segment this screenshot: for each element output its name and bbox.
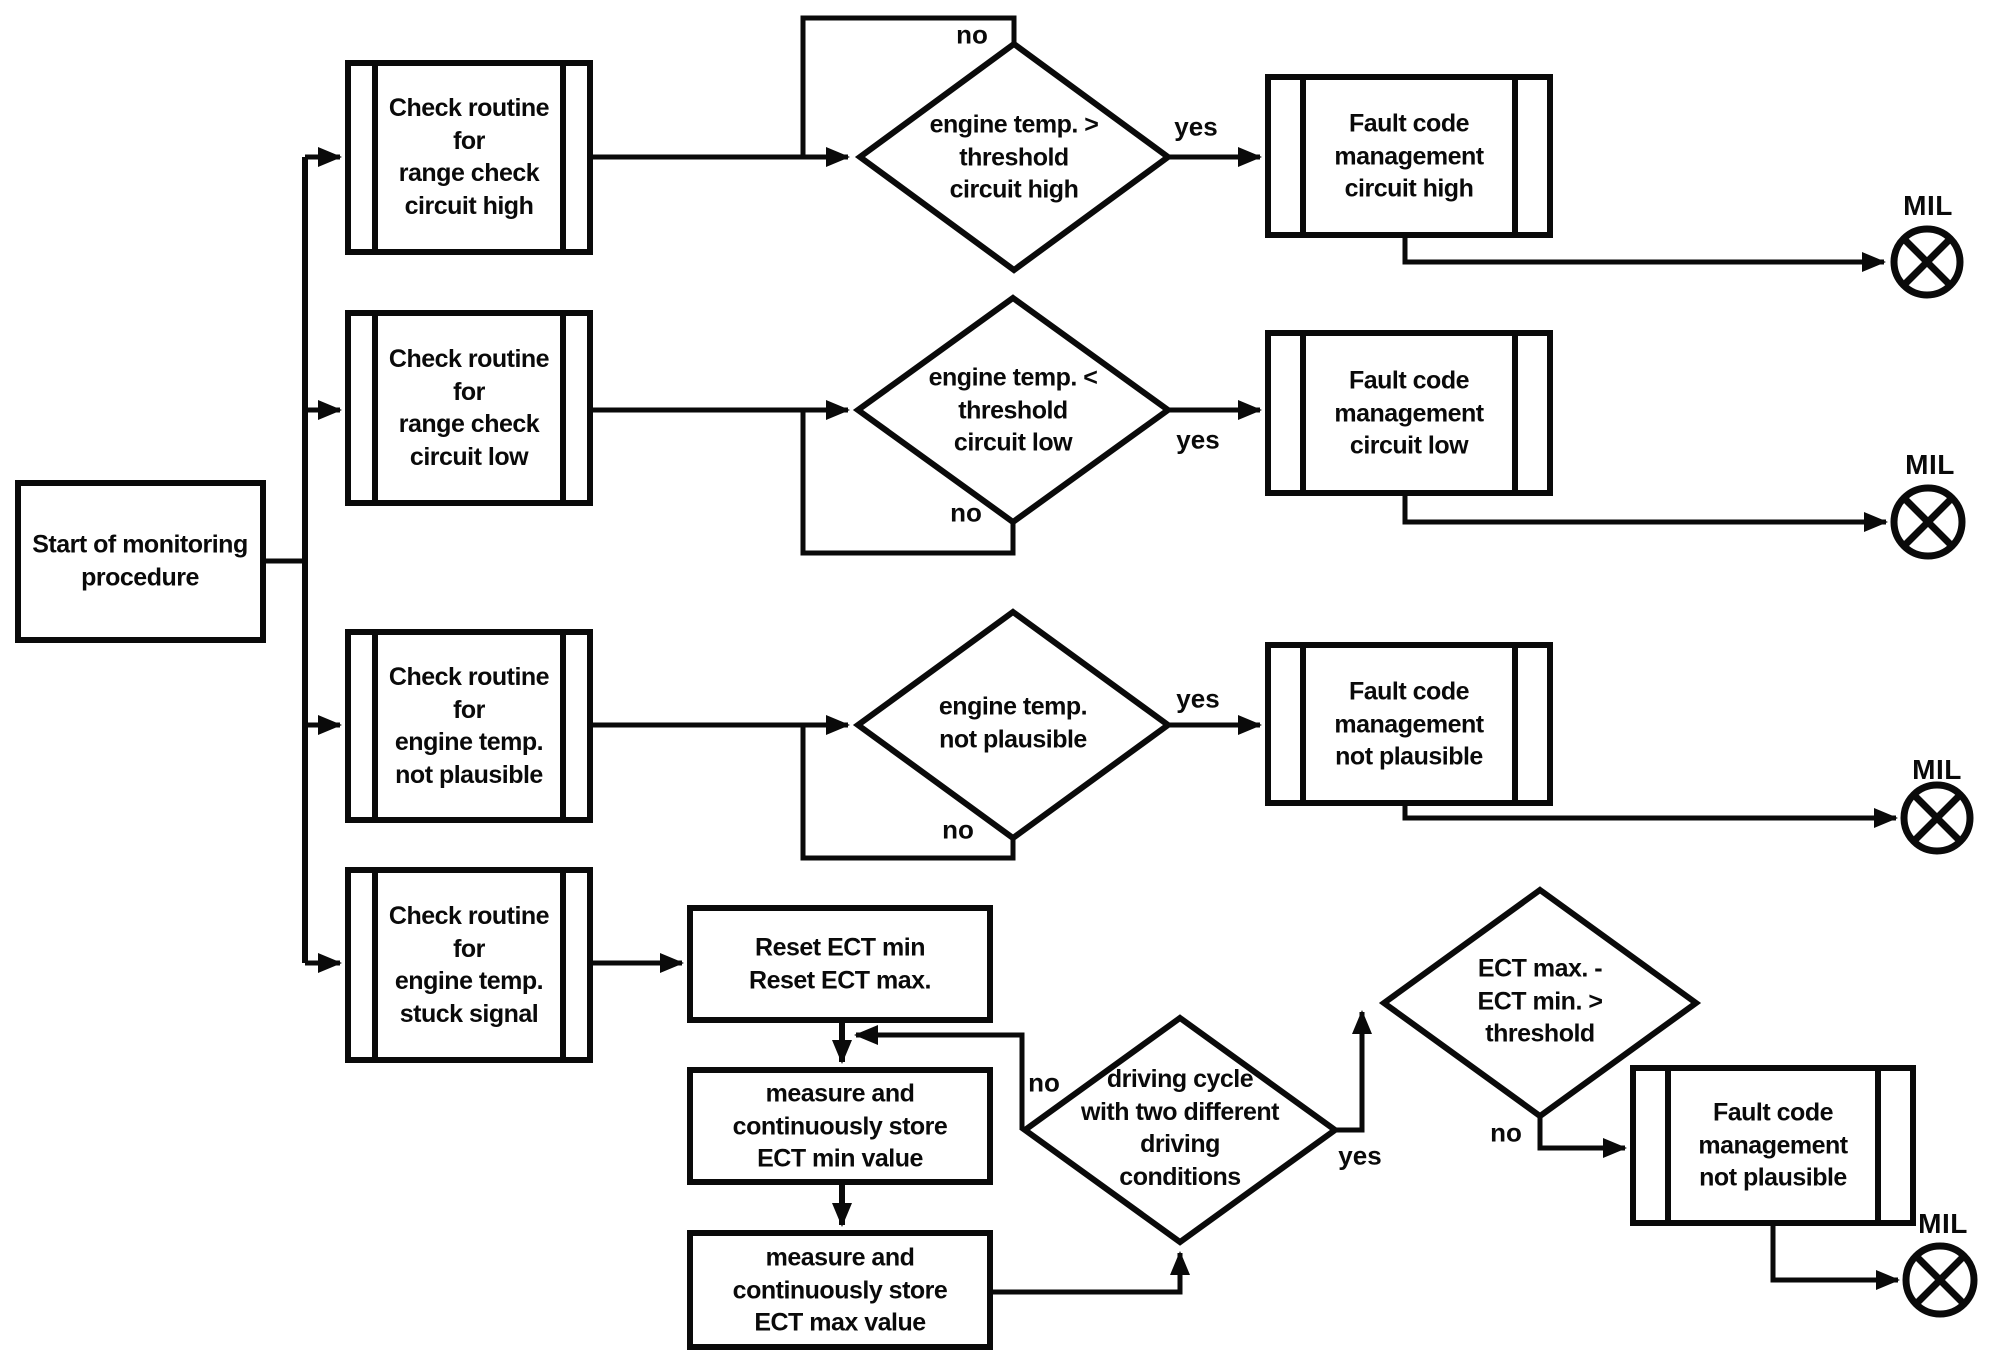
decision-2-yes-label: yes (1176, 424, 1220, 455)
check-routine-4-label: Check routine for engine temp. stuck sig… (388, 902, 550, 1028)
connector-fault3-to-mil3 (1402, 803, 1898, 828)
fault-box-4 (1630, 1065, 1916, 1226)
connector-fault2-to-mil2 (1402, 493, 1888, 532)
start-label: Start of monitoring procedure (32, 530, 248, 592)
decision-3-diamond (852, 608, 1174, 842)
decision-1-yes-label: yes (1174, 111, 1218, 142)
fault-box-4-label: Fault code management not plausible (1698, 1098, 1848, 1192)
fault-box-2 (1265, 330, 1553, 496)
decision-4-diamond (1019, 1014, 1341, 1246)
decision-3-label: engine temp. not plausible (938, 692, 1088, 754)
measure-max-label: measure and continuously store ECT max v… (732, 1243, 948, 1337)
connector-measure-max-to-decision4 (990, 1251, 1190, 1295)
fault-box-1-label: Fault code management circuit high (1334, 109, 1484, 203)
fault-box-3 (1265, 642, 1553, 806)
connector-decision5-no-to-fault4 (1537, 1116, 1627, 1158)
decision-4-label: driving cycle with two different driving… (1081, 1065, 1279, 1191)
decision-3-yes-label: yes (1176, 683, 1220, 714)
mil-3-label: MIL (1912, 754, 1962, 785)
decision-1-no-label: no (956, 19, 988, 50)
check-routine-1-box (345, 60, 593, 255)
check-routine-3-label: Check routine for engine temp. not plaus… (388, 663, 550, 789)
connector-fault4-to-mil4 (1770, 1223, 1900, 1290)
mil-4-label: MIL (1918, 1208, 1968, 1239)
decision-2-label: engine temp. < threshold circuit low (928, 363, 1098, 457)
decision-5-diamond (1378, 886, 1702, 1120)
measure-min-label: measure and continuously store ECT min v… (732, 1079, 948, 1173)
connector-decision2-no-loop (800, 410, 1016, 556)
connector-decision4-no-return (854, 1025, 1025, 1130)
decision-2-no-label: no (950, 497, 982, 528)
connector-decision3-no-loop (800, 725, 1016, 861)
mil-4-lamp-icon (1902, 1242, 1978, 1318)
decision-1-diamond (854, 40, 1174, 274)
check-routine-3-box (345, 629, 593, 823)
check-routine-4-box (345, 867, 593, 1063)
mil-2-label: MIL (1905, 449, 1955, 480)
check-routine-1-label: Check routine for range check circuit hi… (388, 94, 550, 220)
decision-3-no-label: no (942, 814, 974, 845)
mil-1-label: MIL (1903, 190, 1953, 221)
fault-box-2-label: Fault code management circuit low (1334, 366, 1484, 460)
start-box (15, 480, 266, 643)
fault-box-1 (1265, 74, 1553, 238)
fault-box-3-label: Fault code management not plausible (1334, 677, 1484, 771)
decision-4-no-label: no (1028, 1067, 1060, 1098)
measure-min-box (687, 1067, 993, 1185)
reset-ect-label: Reset ECT min Reset ECT max. (749, 933, 931, 995)
mil-1-lamp-icon (1890, 225, 1964, 299)
check-routine-2-label: Check routine for range check circuit lo… (388, 345, 550, 471)
decision-2-diamond (852, 294, 1174, 526)
mil-2-lamp-icon (1890, 484, 1966, 560)
decision-4-yes-label: yes (1338, 1140, 1382, 1171)
decision-5-label: ECT max. - ECT min. > threshold (1477, 954, 1603, 1048)
connector-decision4-yes-to-decision5 (1335, 1010, 1372, 1133)
decision-1-label: engine temp. > threshold circuit high (929, 110, 1099, 204)
mil-3-lamp-icon (1900, 781, 1974, 855)
connector-decision1-no-loop (800, 15, 1017, 157)
check-routine-2-box (345, 310, 593, 506)
reset-ect-box (687, 905, 993, 1023)
decision-5-no-label: no (1490, 1117, 1522, 1148)
connector-fault1-to-mil1 (1402, 235, 1886, 272)
measure-max-box (687, 1230, 993, 1350)
